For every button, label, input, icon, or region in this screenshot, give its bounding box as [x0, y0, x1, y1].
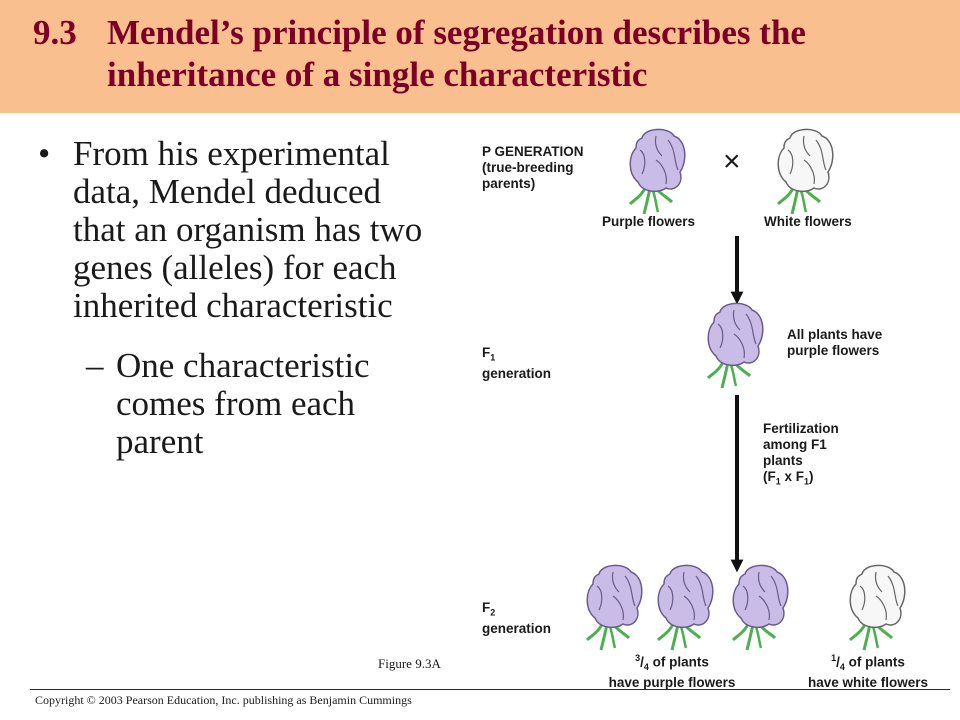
p-generation-label: P GENERATION (true-breeding parents) [482, 144, 584, 191]
bullet-dot: • [38, 134, 51, 173]
purple-flower-icon [585, 563, 644, 652]
bullet-item: • From his experimental data, Mendel ded… [38, 135, 438, 325]
white-ratio-label: 1/4 of plants have white flowers [807, 653, 929, 691]
purple-flower-icon [628, 127, 687, 216]
white-flowers-label: White flowers [764, 214, 852, 229]
purple-flower-icon [706, 301, 765, 390]
sub-bullet-item: – One characteristic comes from each par… [38, 347, 438, 461]
title-line-2: inheritance of a single characteristic [107, 55, 648, 94]
sub-bullet-dash: – [86, 346, 104, 385]
title-line-1: Mendel’s principle of segregation descri… [107, 13, 806, 52]
purple-flowers-label: Purple flowers [602, 214, 696, 229]
footer-divider [30, 689, 950, 690]
f1-note: All plants have purple flowers [787, 327, 883, 358]
copyright-notice: Copyright © 2003 Pearson Education, Inc.… [35, 693, 412, 707]
purple-ratio-label: 3/4 of plants have purple flowers [608, 653, 736, 691]
purple-flower-icon [656, 563, 715, 652]
white-flower-icon [776, 127, 835, 216]
figure-caption: Figure 9.3A [378, 656, 441, 671]
f2-generation-label: F2 generation [482, 600, 552, 636]
purple-flower-icon [731, 563, 790, 652]
sub-bullet-text: One characteristic comes from each paren… [116, 346, 370, 461]
slide-title: 9.3 Mendel’s principle of segregation des… [33, 12, 933, 96]
white-flower-icon [848, 563, 907, 652]
bullet-list: • From his experimental data, Mendel ded… [38, 135, 438, 461]
cross-symbol: × [723, 145, 741, 178]
title-banner [0, 0, 960, 113]
fertilization-note: Fertilization among F1 plants (F1 x F1) [763, 421, 839, 487]
title-number: 9.3 [33, 13, 77, 52]
f1-generation-label: F1 generation [482, 345, 552, 381]
bullet-text: From his experimental data, Mendel deduc… [73, 134, 423, 325]
